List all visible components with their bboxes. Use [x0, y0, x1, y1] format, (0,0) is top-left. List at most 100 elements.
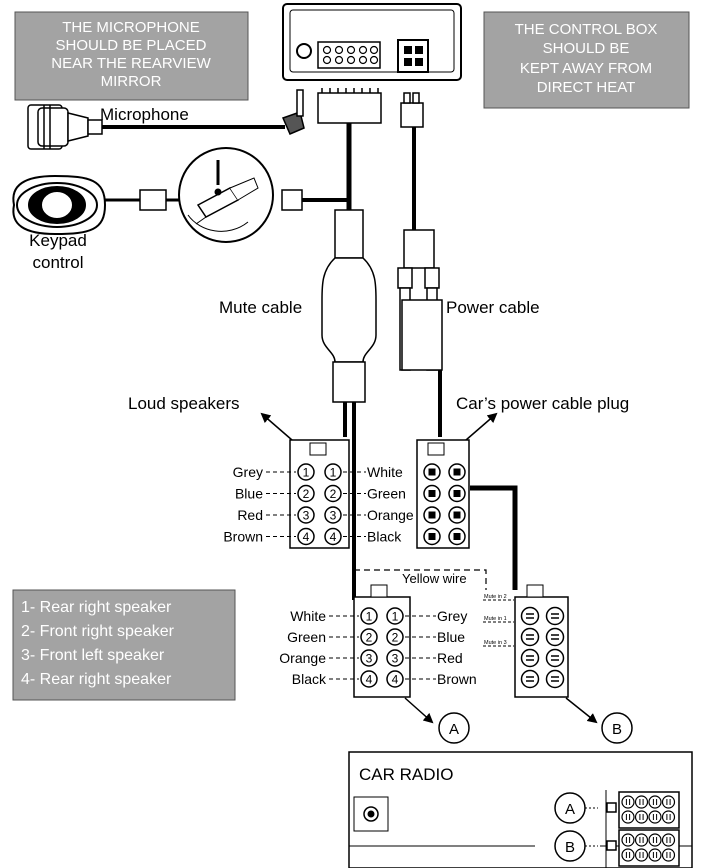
power-pin-core — [428, 533, 436, 540]
heat-note-line-1: THE CONTROL BOX — [515, 21, 658, 38]
car-radio: CAR RADIO A B — [348, 751, 693, 868]
pin-number: 4 — [330, 530, 337, 544]
pin-circle — [297, 484, 315, 503]
cables — [302, 123, 518, 600]
radio-port-b: B — [554, 829, 680, 867]
radio-pin — [648, 795, 662, 809]
b-pin — [545, 606, 565, 626]
radio-pin — [648, 810, 662, 824]
b-connector: Mute in 2 Mute in 1 Mute in 3 — [483, 584, 569, 698]
power-cable-label: Power cable — [446, 298, 540, 317]
wire-label-right: Green — [367, 486, 406, 502]
wire-label-right: Blue — [437, 629, 465, 645]
wire-label-left: White — [290, 608, 326, 624]
power-pin-core — [453, 468, 461, 476]
radio-pin — [634, 833, 649, 847]
marker-a: A — [438, 712, 470, 744]
marker-a-label: A — [449, 721, 459, 738]
wire-label-left: Grey — [233, 464, 263, 480]
pin-number: 1 — [303, 466, 310, 480]
pin-number: 1 — [392, 610, 399, 624]
pin-circle — [297, 527, 315, 546]
b-pin — [545, 627, 565, 647]
arrow-to-a — [404, 697, 434, 724]
arrow-to-b — [565, 697, 598, 724]
wire-label-right: Brown — [437, 671, 477, 687]
pin-circle — [297, 506, 315, 524]
radio-pin — [621, 810, 635, 824]
pin-circle — [360, 649, 378, 667]
wire-label-left: Orange — [279, 650, 326, 666]
legend-item-2: 2- Front right speaker — [21, 623, 175, 640]
radio-pin — [621, 795, 635, 809]
pin-number: 1 — [366, 610, 373, 624]
mute-in-2-label: Mute in 2 — [484, 594, 507, 600]
pin-circle — [360, 670, 378, 688]
pin-circle — [324, 463, 342, 481]
b-pin — [520, 627, 540, 647]
legend-item-3: 3- Front left speaker — [21, 647, 165, 664]
marker-b: B — [601, 712, 633, 744]
radio-pin — [648, 848, 662, 862]
pin-number: 4 — [303, 530, 310, 544]
radio-pin — [648, 833, 662, 847]
heat-note-line-3: KEPT AWAY FROM — [520, 60, 652, 77]
wire-label-right: Grey — [437, 608, 467, 624]
wire-label-left: Green — [287, 629, 326, 645]
legend-item-4: 4- Rear right speaker — [21, 671, 172, 688]
radio-pin — [661, 810, 676, 824]
power-pin-core — [428, 490, 436, 497]
connector-detail-icon — [178, 147, 303, 243]
loud-speakers-label: Loud speakers — [128, 394, 240, 413]
wire-label-left: Red — [237, 507, 263, 523]
mute-in-3-label: Mute in 3 — [484, 640, 507, 646]
radio-pin — [621, 848, 635, 862]
microphone-icon — [27, 89, 305, 150]
power-pin-core — [453, 533, 461, 540]
wire-label-left: Brown — [223, 529, 263, 545]
pin-number: 3 — [392, 652, 399, 666]
heat-note-line-2: SHOULD BE — [543, 40, 630, 57]
pin-number: 1 — [330, 466, 337, 480]
legend-item-1: 1- Rear right speaker — [21, 599, 172, 616]
arrow-loud-speakers — [260, 412, 293, 441]
radio-pin — [661, 848, 676, 862]
radio-port-b-label: B — [565, 839, 575, 856]
pin-number: 2 — [330, 487, 337, 501]
pin-circle — [360, 607, 378, 625]
marker-b-label: B — [612, 721, 622, 738]
pin-circle — [324, 484, 342, 503]
speaker-legend: 1- Rear right speaker 2- Front right spe… — [12, 589, 236, 701]
b-pin — [545, 669, 565, 689]
radio-port-a: A — [554, 791, 680, 829]
power-pin-core — [453, 490, 461, 497]
pin-number: 2 — [392, 631, 399, 645]
pin-circle — [386, 670, 404, 688]
radio-pin — [621, 833, 635, 847]
heat-warning-note: THE CONTROL BOX SHOULD BE KEPT AWAY FROM… — [483, 11, 690, 109]
power-pin-core — [453, 511, 461, 519]
wire-label-right: Black — [367, 529, 402, 545]
control-box-power-plug — [400, 92, 424, 128]
b-pin — [520, 606, 540, 626]
keypad-control-icon — [12, 174, 182, 236]
control-box-mute-plug — [317, 88, 382, 124]
wire-label-right: White — [367, 464, 403, 480]
power-plug-label: Car’s power cable plug — [456, 394, 629, 413]
pin-circle — [297, 463, 315, 481]
pin-number: 3 — [330, 509, 337, 523]
pin-circle — [386, 649, 404, 667]
mute-cable-label: Mute cable — [219, 298, 302, 317]
pin-circle — [360, 628, 378, 646]
b-pin — [545, 648, 565, 668]
radio-pin — [634, 810, 649, 824]
pin-circle — [324, 506, 342, 524]
pin-circle — [324, 527, 342, 546]
mic-note-line-2: SHOULD BE PLACED — [56, 37, 207, 54]
mute-cable-sleeve — [321, 209, 377, 403]
radio-pin — [634, 848, 649, 862]
pin-number: 4 — [392, 673, 399, 687]
power-pin-core — [428, 511, 436, 519]
